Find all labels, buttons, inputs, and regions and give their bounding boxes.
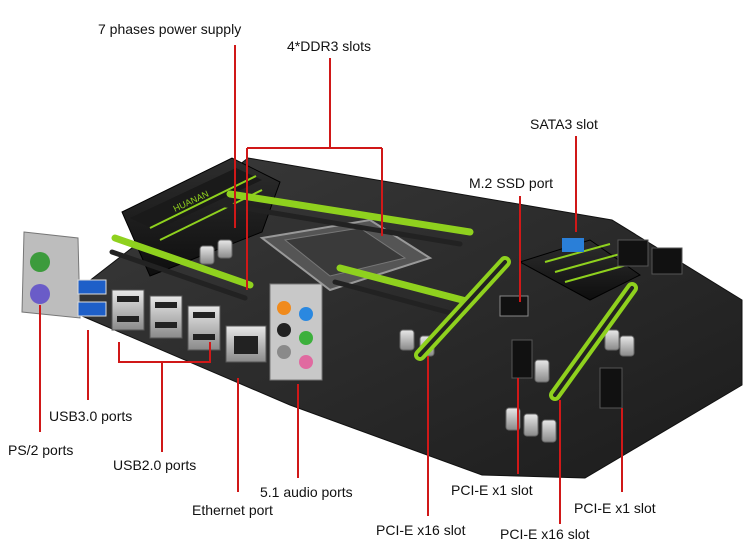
label-pcie-x16-slot-a: PCI-E x16 slot bbox=[376, 522, 466, 538]
usb3-port bbox=[77, 301, 107, 317]
label-pcie-x1-slot-b: PCI-E x1 slot bbox=[574, 500, 656, 516]
label-usb2-ports: USB2.0 ports bbox=[113, 457, 197, 473]
audio-panel bbox=[269, 283, 323, 381]
label-ps2-ports: PS/2 ports bbox=[8, 442, 74, 458]
pcie-x16-slots bbox=[414, 256, 638, 401]
callout-lines bbox=[39, 45, 623, 524]
ddr3-slots bbox=[109, 190, 474, 319]
label-ethernet-port: Ethernet port bbox=[192, 502, 273, 518]
label-m2-ssd-port: M.2 SSD port bbox=[469, 175, 554, 191]
m2-slot bbox=[499, 295, 529, 317]
pcie-x1-slots bbox=[511, 339, 623, 409]
label-pcie-x1-slot-a: PCI-E x1 slot bbox=[451, 482, 533, 498]
capacitors bbox=[199, 239, 635, 443]
ps2-port-green bbox=[30, 252, 50, 272]
label-power-supply: 7 phases power supply bbox=[98, 21, 242, 37]
ps2-port-purple bbox=[30, 284, 50, 304]
sata-port bbox=[562, 238, 584, 252]
usb3-port bbox=[77, 279, 107, 295]
audio-jacks bbox=[277, 301, 313, 369]
label-pcie-x16-slot-b: PCI-E x16 slot bbox=[500, 526, 590, 542]
label-usb3-ports: USB3.0 ports bbox=[49, 408, 133, 424]
label-ddr3-slots: 4*DDR3 slots bbox=[287, 38, 372, 54]
label-sata3-slot: SATA3 slot bbox=[530, 116, 598, 132]
io-shield bbox=[21, 231, 81, 319]
label-audio-ports: 5.1 audio ports bbox=[260, 484, 353, 500]
